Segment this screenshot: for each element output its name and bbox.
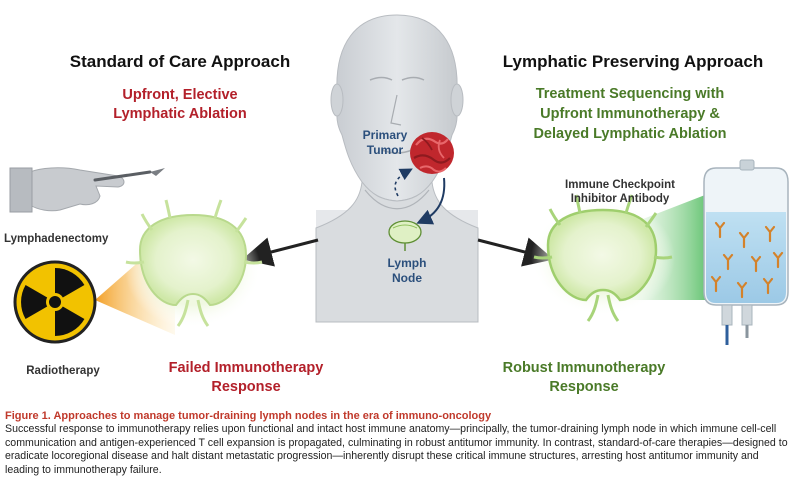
- tumor-node-arrows: [394, 168, 446, 225]
- right-outcome-line-1: Robust Immunotherapy: [502, 360, 666, 376]
- caption-body: Successful response to immunotherapy rel…: [5, 423, 788, 476]
- left-subheading: Upfront, Elective Lymphatic Ablation: [95, 86, 265, 124]
- left-heading: Standard of Care Approach: [69, 52, 291, 71]
- lymphadenectomy-label: Lymphadenectomy: [4, 233, 109, 245]
- left-arrow: [242, 237, 319, 267]
- right-subheading-line-2: Upfront Immunotherapy &: [540, 106, 720, 122]
- right-subheading-line-3: Delayed Lymphatic Ablation: [533, 126, 727, 142]
- lymph-node-icon: [388, 220, 422, 251]
- right-heading: Lymphatic Preserving Approach: [502, 52, 764, 71]
- right-outcome-line-2: Response: [549, 379, 619, 395]
- tumor-label: Primary Tumor: [355, 128, 415, 158]
- left-lymph-node-icon: [125, 199, 263, 328]
- left-subheading-line-1: Upfront, Elective: [122, 87, 238, 103]
- radiation-icon: [13, 260, 97, 344]
- right-subheading: Treatment Sequencing with Upfront Immuno…: [512, 84, 748, 144]
- radiotherapy-label: Radiotherapy: [26, 365, 100, 377]
- antibody-label: Immune Checkpoint Inhibitor Antibody: [545, 178, 695, 206]
- antibody-label-line-1: Immune Checkpoint: [565, 179, 675, 191]
- tumor-label-line-2: Tumor: [366, 143, 404, 157]
- left-outcome-line-2: Response: [211, 379, 281, 395]
- tumor-label-line-1: Primary: [362, 128, 408, 142]
- right-outcome: Robust Immunotherapy Response: [486, 359, 682, 397]
- antibody-icon: [710, 221, 784, 299]
- iv-bag-icon: [703, 159, 789, 345]
- left-outcome-line-1: Failed Immunotherapy: [168, 360, 324, 376]
- node-label: Lymph Node: [382, 256, 432, 286]
- hand-scalpel-icon: [9, 167, 165, 213]
- tumor-icon: [410, 132, 454, 174]
- right-subheading-line-1: Treatment Sequencing with: [535, 86, 725, 102]
- node-label-line-1: Lymph: [387, 256, 427, 270]
- figure-caption: Figure 1. Approaches to manage tumor-dra…: [5, 410, 795, 477]
- diagram-artwork: [9, 14, 789, 345]
- antibody-label-line-2: Inhibitor Antibody: [570, 193, 670, 205]
- caption-title: Figure 1. Approaches to manage tumor-dra…: [5, 410, 492, 422]
- left-outcome: Failed Immunotherapy Response: [148, 359, 344, 397]
- right-lymph-node-icon: [531, 194, 675, 322]
- node-label-line-2: Node: [392, 271, 422, 285]
- left-subheading-line-2: Lymphatic Ablation: [113, 106, 247, 122]
